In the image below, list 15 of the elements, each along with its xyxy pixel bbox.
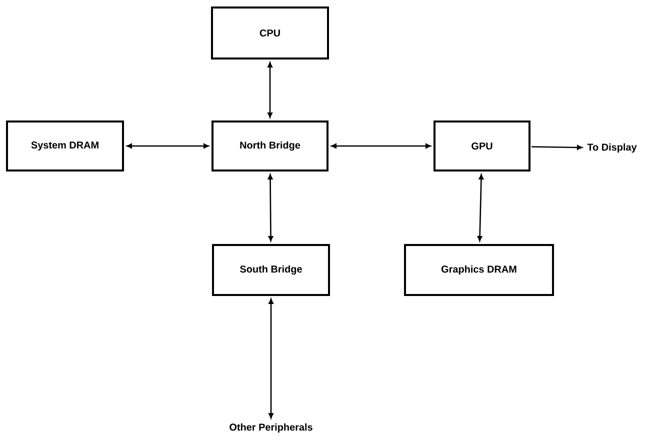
arrow	[331, 144, 431, 148]
arrow	[477, 174, 484, 242]
arrow	[268, 298, 274, 418]
process-box: South Bridge	[212, 244, 330, 296]
arrow	[126, 144, 209, 148]
process-box: System DRAM	[6, 120, 124, 172]
arrow	[268, 62, 272, 118]
process-box: North Bridge	[212, 120, 328, 172]
text-label: Other Peripherals	[230, 423, 312, 433]
process-box: CPU	[211, 6, 329, 60]
arrow	[531, 145, 582, 150]
process-box: Graphics DRAM	[404, 244, 554, 296]
process-box: GPU	[434, 120, 530, 172]
arrow	[268, 174, 274, 242]
text-label: To Display	[587, 143, 637, 153]
